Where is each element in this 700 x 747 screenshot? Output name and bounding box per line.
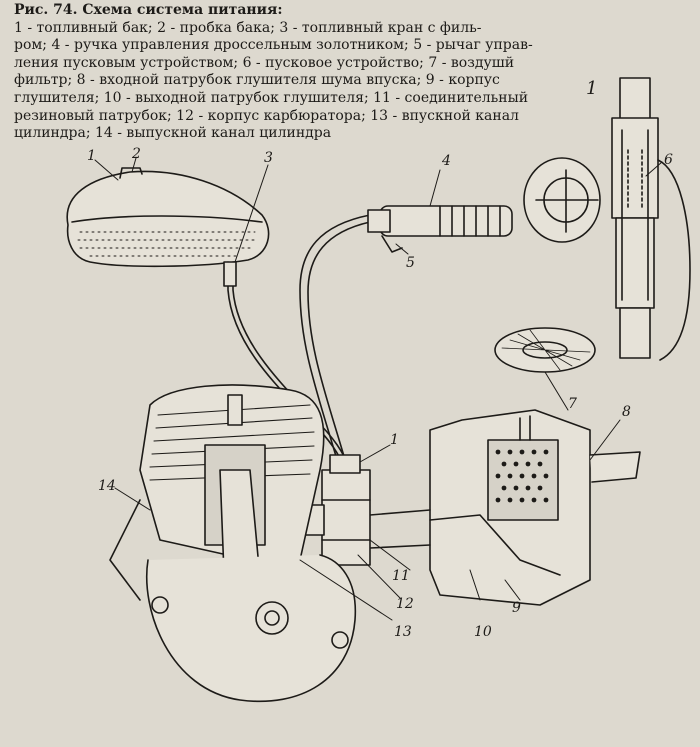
caption-line: ления пусковым устройством; 6 - пусковое… <box>14 54 515 71</box>
engine-drawing <box>109 384 357 703</box>
label-grip: 4 <box>442 153 451 169</box>
starter-device-drawing <box>523 77 691 361</box>
caption-title: Рис. 74. Схема система питания: <box>14 2 283 18</box>
caption-line: цилиндра; 14 - выпускной канал цилиндра <box>14 125 332 142</box>
label-filter: 7 <box>568 396 577 412</box>
caption-line: глушителя; 10 - выходной патрубок глушит… <box>14 89 529 106</box>
label-cap: 2 <box>132 146 141 162</box>
label-body: 9 <box>512 600 521 616</box>
caption-line: фильтр; 8 - входной патрубок глушителя ш… <box>14 72 500 89</box>
label-carb-main: 1 <box>390 432 399 448</box>
label-starter: 6 <box>664 152 673 168</box>
throttle-grip-drawing <box>367 205 513 253</box>
label-inlet: 8 <box>622 404 631 420</box>
label-outlet: 10 <box>474 624 492 640</box>
filter-ring-drawing <box>494 327 596 373</box>
label-carb: 12 <box>396 596 414 612</box>
label-tank: 1 <box>87 148 96 164</box>
caption-line: резиновый патрубок; 12 - корпус карбюрат… <box>14 107 519 124</box>
label-carb-detail: 1 <box>586 78 598 99</box>
silencer-drawing <box>429 409 641 606</box>
caption-line: ром; 4 - ручка управления дроссельным зо… <box>14 37 533 54</box>
fuel-tank-drawing <box>66 167 270 268</box>
figure-caption: Рис. 74. Схема система питания: 1 - топл… <box>14 2 594 143</box>
label-intake: 13 <box>394 624 412 640</box>
caption-line: 1 - топливный бак; 2 - пробка бака; 3 - … <box>14 19 482 36</box>
label-lever: 5 <box>406 255 415 271</box>
label-exhaust: 14 <box>98 478 116 494</box>
label-hose: 11 <box>392 568 410 584</box>
label-valve: 3 <box>264 150 273 166</box>
